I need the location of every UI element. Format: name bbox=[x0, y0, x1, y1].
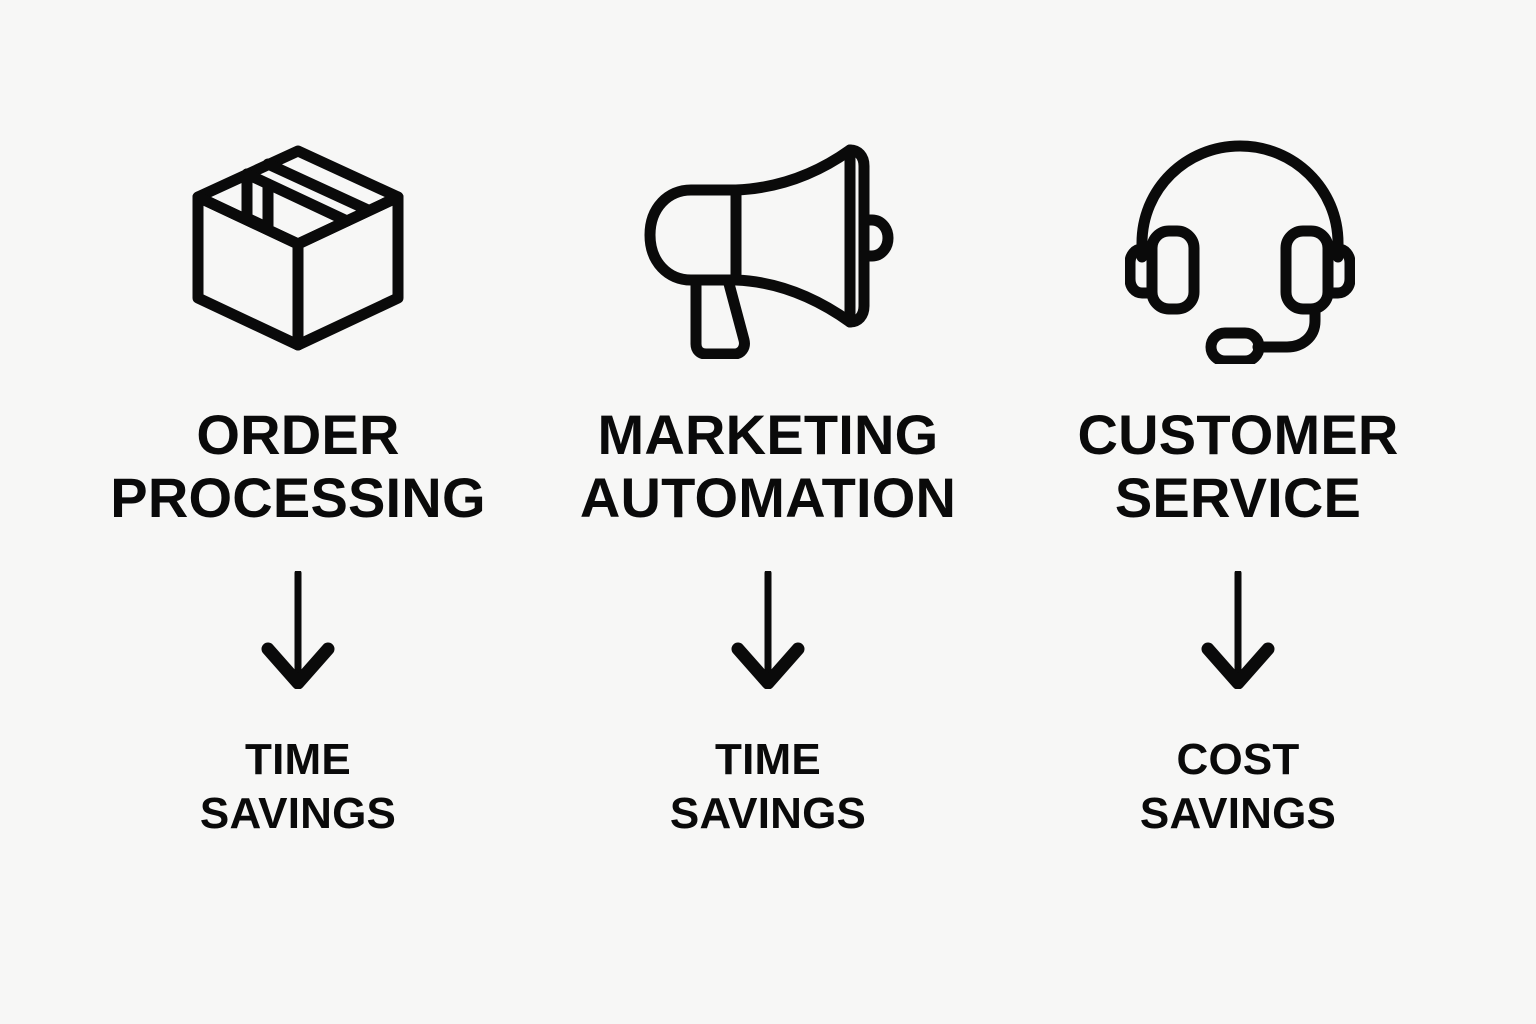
column-outcome: TIME SAVINGS bbox=[669, 735, 867, 839]
package-box-icon bbox=[190, 126, 406, 376]
down-arrow-icon bbox=[730, 571, 806, 690]
headset-icon bbox=[1125, 126, 1355, 376]
down-arrow-icon bbox=[260, 571, 336, 690]
column-outcome: COST SAVINGS bbox=[1139, 735, 1337, 839]
column-outcome: TIME SAVINGS bbox=[199, 735, 397, 839]
column-title: ORDER PROCESSING bbox=[110, 403, 486, 529]
diagram-column-order-processing: ORDER PROCESSING TIME SAVINGS bbox=[63, 0, 533, 1024]
diagram-column-customer-service: CUSTOMER SERVICE COST SAVINGS bbox=[1003, 0, 1473, 1024]
down-arrow-icon bbox=[1200, 571, 1276, 690]
megaphone-icon bbox=[644, 126, 894, 376]
column-title: MARKETING AUTOMATION bbox=[579, 403, 957, 529]
column-title: CUSTOMER SERVICE bbox=[1077, 403, 1399, 529]
diagram-column-marketing-automation: MARKETING AUTOMATION TIME SAVINGS bbox=[533, 0, 1003, 1024]
